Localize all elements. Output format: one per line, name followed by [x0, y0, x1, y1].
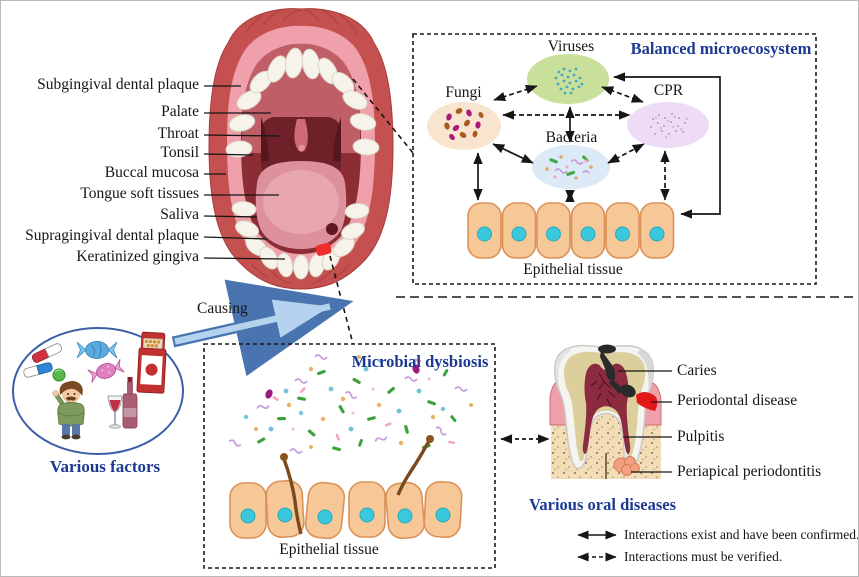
- filament-head: [426, 435, 434, 443]
- mouth-label-lines: [203, 85, 286, 260]
- missing-tooth-spot: [326, 223, 338, 235]
- causing-label: Causing: [197, 300, 248, 317]
- epithelial-cells-balanced: [467, 202, 675, 259]
- legend-item-dashed: Interactions must be verified.: [624, 549, 783, 564]
- mouth-label-subgingival: Subgingival dental plaque: [37, 76, 199, 93]
- epithelial-cells-dysbiosis: [229, 480, 463, 540]
- legend-item-solid: Interactions exist and have been confirm…: [624, 527, 859, 542]
- cpr-label: CPR: [653, 82, 684, 99]
- bacteria-oval: [532, 145, 610, 189]
- epithelial-label-dysbiosis: Epithelial tissue: [279, 541, 379, 558]
- mouth-label-supragingival: Supragingival dental plaque: [25, 227, 199, 244]
- diseases-title: Various oral diseases: [529, 495, 676, 514]
- bacteria-microbes: [545, 155, 593, 180]
- disease-label-pulpitis: Pulpitis: [677, 428, 725, 445]
- mouth-label-palate: Palate: [161, 103, 199, 120]
- candy-icon: [76, 341, 125, 383]
- disease-label-periodontal: Periodontal disease: [677, 392, 798, 409]
- cigarette-pack-icon: [136, 331, 167, 394]
- pills-icon: [23, 343, 66, 382]
- bacteria-label: Bacteria: [545, 129, 598, 146]
- tooth-illustration: [549, 344, 672, 479]
- man-icon: [52, 381, 85, 440]
- fungi-microbes-2: [444, 108, 484, 138]
- upper-teeth: [225, 47, 380, 158]
- disease-label-caries: Caries: [677, 362, 717, 379]
- mouth-label-saliva: Saliva: [160, 206, 199, 223]
- caries-spot: [598, 344, 636, 398]
- factors-oval: [12, 327, 184, 455]
- viruses-label: Viruses: [547, 38, 595, 55]
- gingiva-lesion-spot: [315, 242, 332, 256]
- virus-particles: [554, 67, 584, 95]
- mouth-label-tongue: Tongue soft tissues: [80, 185, 199, 202]
- viruses-oval: [527, 54, 609, 104]
- legend-arrows: [577, 530, 617, 562]
- ecosystem-arrows: [473, 72, 721, 219]
- fungi-microbes: [446, 109, 481, 141]
- balanced-box: [412, 33, 817, 285]
- filament-head: [280, 453, 288, 461]
- disease-label-lines: [618, 370, 672, 473]
- cpr-oval: [627, 102, 709, 148]
- mouth-label-keratinized: Keratinized gingiva: [76, 248, 199, 265]
- mouth-illustration: [208, 8, 394, 290]
- causing-arrow: [171, 279, 354, 377]
- periodontal-spot: [636, 391, 658, 411]
- balanced-title: Balanced microecosystem: [630, 39, 812, 58]
- mouth-label-buccal: Buccal mucosa: [104, 164, 199, 181]
- invading-filaments: [282, 440, 431, 535]
- factors-title: Various factors: [49, 457, 161, 476]
- lower-teeth: [231, 201, 370, 280]
- fungi-label: Fungi: [445, 84, 482, 101]
- mouth-label-throat: Throat: [157, 125, 199, 142]
- dysbiosis-title: Microbial dysbiosis: [351, 352, 489, 371]
- wine-icon: [107, 377, 138, 429]
- mouth-label-tonsil: Tonsil: [160, 144, 199, 161]
- abscess: [613, 456, 640, 476]
- epithelial-label-balanced: Epithelial tissue: [523, 261, 623, 278]
- fungi-oval: [427, 102, 501, 150]
- disease-label-periapical: Periapical periodontitis: [677, 463, 822, 480]
- dysbiosis-box: [203, 343, 496, 569]
